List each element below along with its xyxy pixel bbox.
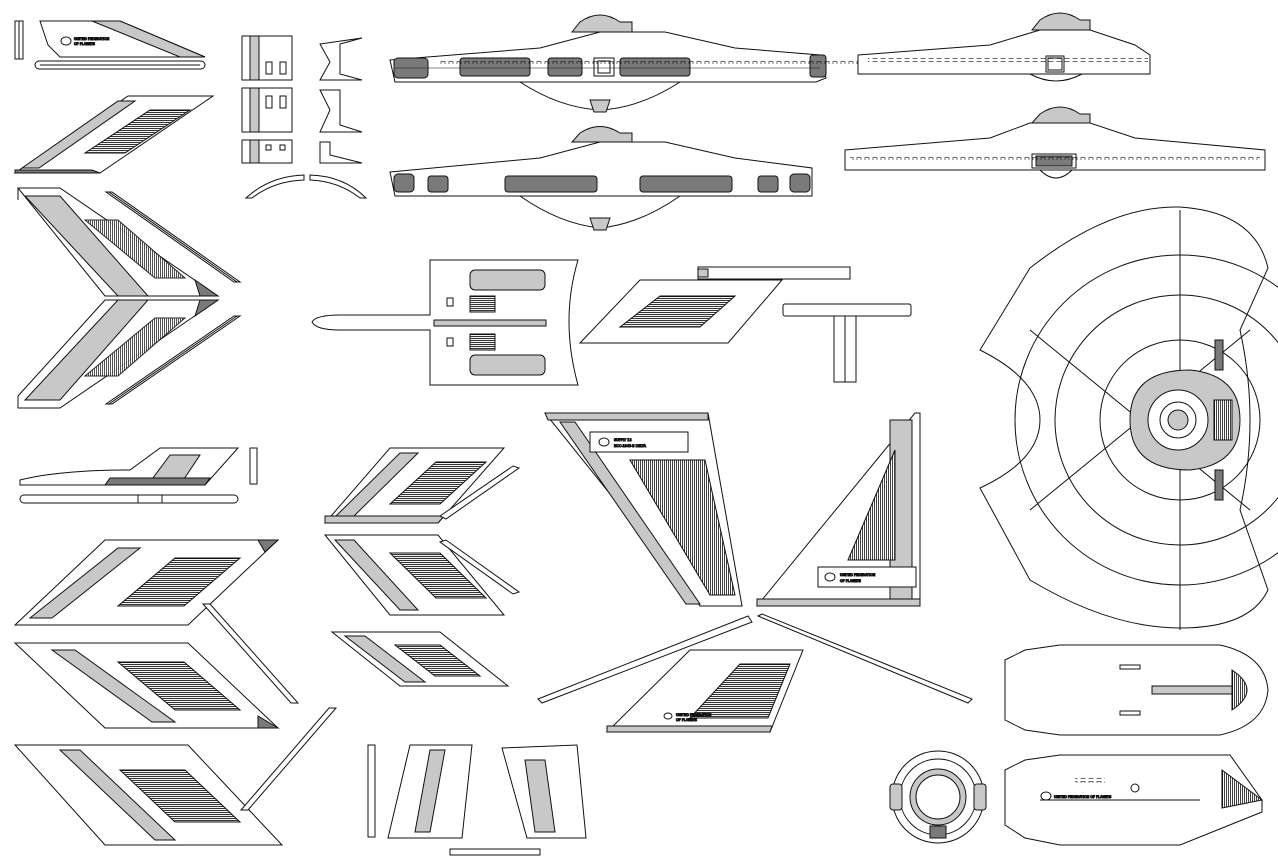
strut-piece-mid-left (19, 447, 258, 504)
shuttle-top-view (1004, 644, 1269, 736)
strut-bar-3 (201, 603, 300, 704)
wing-panel-2 (16, 187, 220, 297)
shuttle-side-view (1004, 754, 1264, 846)
ufp-decal-1-line1: UNITED FEDERATION (74, 37, 110, 41)
ufp-decal-3-line2: OF PLANETS (676, 718, 697, 722)
wing-panel-3 (17, 299, 220, 409)
wing-panel-7 (13, 744, 284, 846)
small-fin-pieces (367, 744, 587, 856)
ufp-decal-2-line1: UNITED FEDERATION (840, 573, 876, 577)
pylon-piece-3 (241, 139, 363, 164)
wing-panel-8 (323, 447, 506, 524)
wing-panel-6 (13, 642, 280, 729)
deflector-front-view (889, 750, 987, 844)
fin-panel-right (755, 412, 921, 607)
strut-bar-8 (756, 613, 973, 704)
strut-bar-2 (104, 315, 242, 405)
fin-decal-line2: NCC-1845-B DELTA (614, 444, 647, 448)
ufp-decal-shuttle: UNITED FEDERATION OF PLANETS (1054, 795, 1111, 799)
pylon-piece-1 (241, 35, 363, 81)
strut-bar-5 (439, 465, 521, 520)
pylon-piece-2 (241, 87, 363, 133)
strut-bar-6 (438, 539, 521, 595)
strut-bar-7 (537, 615, 753, 704)
wing-panel-4 (578, 266, 851, 344)
saucer-top-view (979, 206, 1278, 630)
arc-piece (244, 174, 368, 199)
fin-panel-left (543, 412, 743, 607)
ship-side-view-4 (844, 106, 1266, 179)
strut-bar-1 (104, 191, 242, 283)
ufp-decal-1-line2: OF PLANETS (74, 42, 95, 46)
wing-panel-10 (330, 631, 510, 687)
t-strut-piece (782, 303, 912, 383)
wing-panel-9 (323, 534, 506, 616)
ufp-decal-3-line1: UNITED FEDERATION (676, 713, 712, 717)
ship-side-view-1 (389, 14, 890, 113)
wing-panel-1 (13, 95, 215, 174)
strut-bar-4 (239, 707, 338, 811)
wing-panel-5 (13, 539, 280, 626)
ufp-decal-2-line2: OF PLANETS (840, 579, 861, 583)
strut-piece-top-left (14, 20, 206, 70)
secondary-hull-top-view (311, 259, 579, 386)
fin-decal-line1: SUPPLY 12 (614, 438, 632, 442)
wing-panel-11 (605, 649, 804, 733)
ship-side-view-2 (389, 126, 813, 231)
ship-side-view-3 (857, 12, 1151, 82)
